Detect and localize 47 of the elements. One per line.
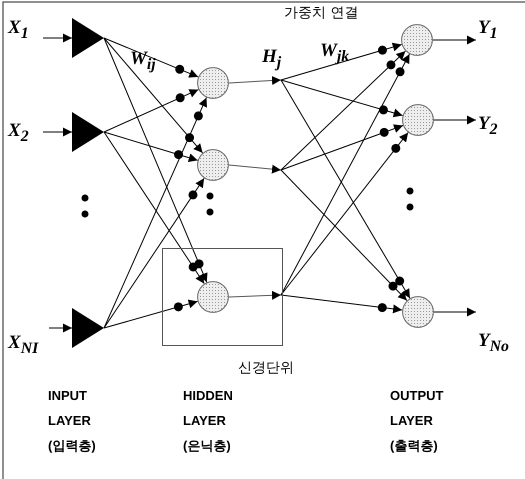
neuron-circle	[197, 281, 229, 313]
signal-label: X$_{NI}$	[8, 332, 38, 353]
signal-label: Y$_{No}$	[478, 330, 509, 351]
connection-arrow	[104, 300, 198, 328]
neuron-circle	[401, 24, 433, 56]
connection-arrow	[280, 294, 403, 314]
input-triangle	[72, 308, 104, 348]
connection-arrow	[104, 132, 198, 162]
signal-label: Y$_{1}$	[478, 17, 498, 38]
connection-arrow	[42, 128, 72, 136]
input-triangle	[72, 112, 104, 152]
connection-arrow	[104, 38, 208, 283]
connection-arrow	[42, 34, 72, 42]
hidden-output-label: H$_{j}$	[262, 46, 282, 73]
connection-arrow	[280, 80, 404, 118]
connection-arrow	[104, 178, 205, 328]
neuron-circle	[402, 296, 434, 328]
connection-arrow	[280, 124, 404, 170]
connection-arrow	[434, 116, 476, 124]
connection-arrow	[280, 42, 402, 80]
connection-trunk	[228, 164, 282, 174]
connection-arrow	[280, 132, 409, 296]
signal-label: X$_{1}$	[8, 17, 29, 38]
connection-arrow	[432, 36, 476, 44]
connection-arrow	[48, 324, 72, 332]
connection-arrow	[280, 170, 408, 301]
unit-label: 신경단위	[238, 359, 294, 377]
caption-label: 가중치 연결	[284, 4, 358, 22]
signal-label: Y$_{2}$	[478, 113, 498, 134]
layer-label: HIDDEN LAYER (은닉층)	[183, 387, 234, 455]
neuron-circle	[402, 104, 434, 136]
neuron-circle	[197, 149, 229, 181]
weight-label: W$_{ij}$	[130, 48, 156, 75]
neuron-circle	[197, 67, 229, 99]
connection-arrow	[104, 89, 199, 132]
signal-label: X$_{2}$	[8, 120, 29, 141]
connection-arrow	[280, 50, 406, 170]
connection-arrow	[104, 38, 204, 154]
layer-label: INPUT LAYER (입력층)	[48, 387, 97, 455]
connection-trunk	[228, 76, 282, 85]
connection-arrow	[434, 308, 476, 316]
connection-arrow	[104, 38, 199, 78]
connection-trunk	[228, 290, 282, 300]
layer-label: OUTPUT LAYER (출력층)	[390, 387, 444, 455]
input-triangle	[72, 18, 104, 58]
connection-arrow	[104, 97, 207, 328]
connection-arrow	[104, 132, 205, 284]
